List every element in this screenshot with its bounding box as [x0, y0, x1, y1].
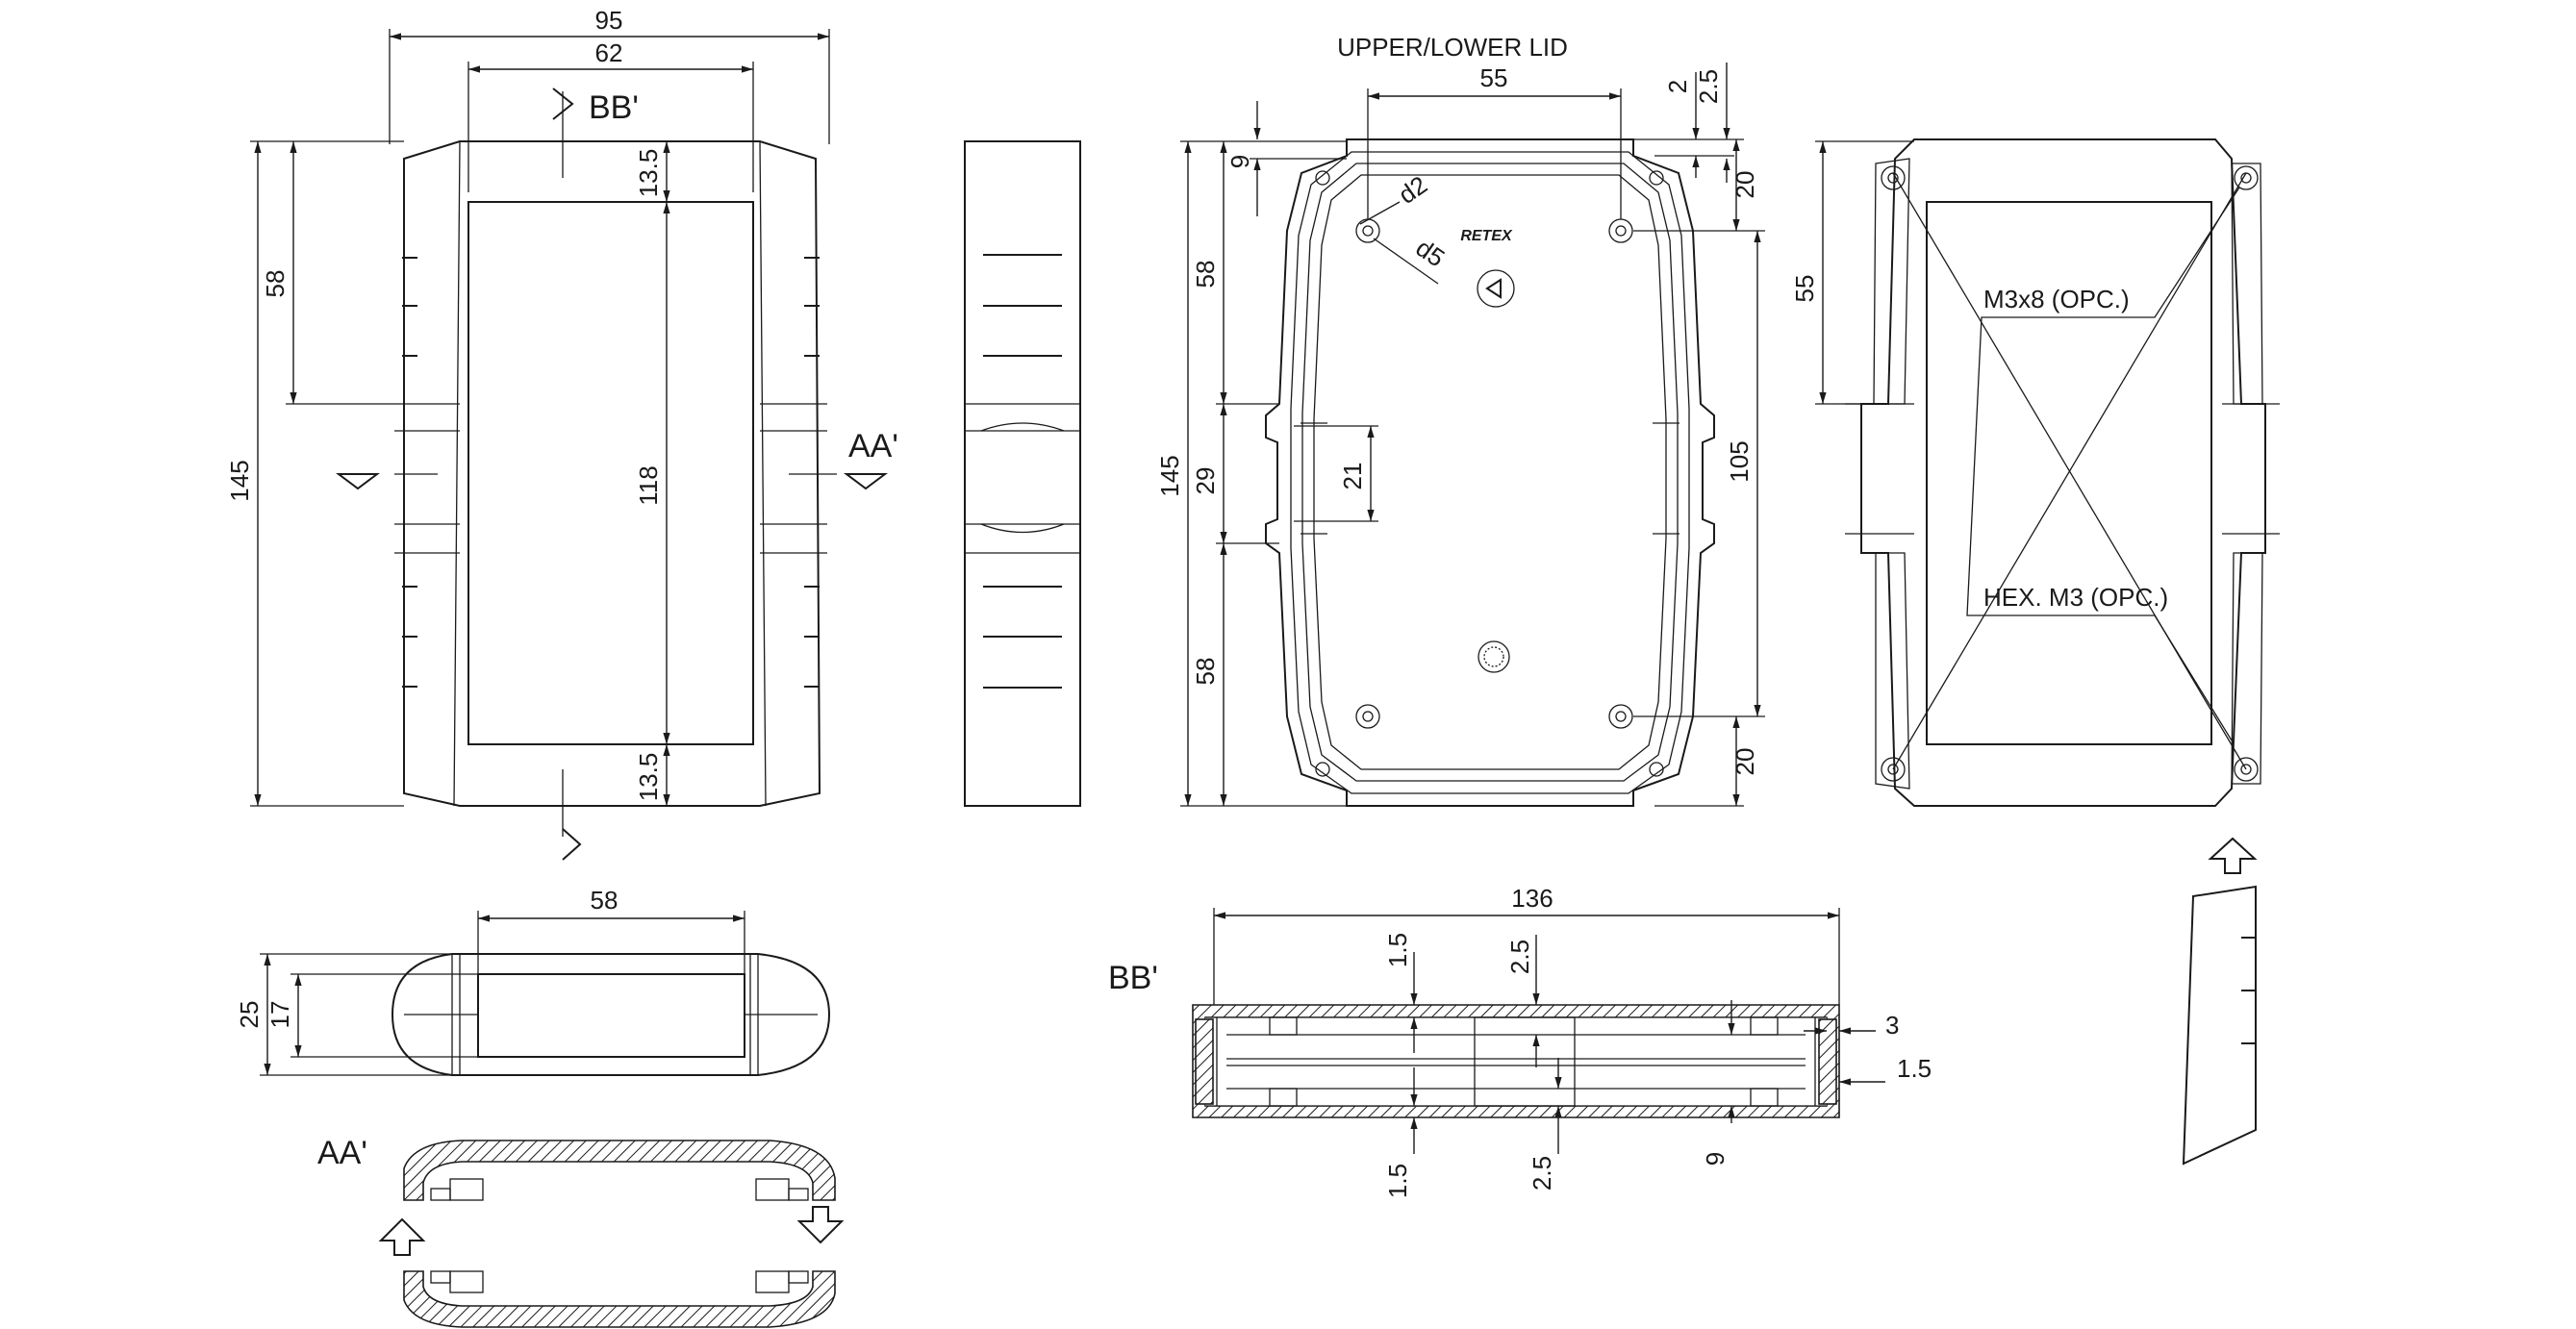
dim-2-5-bottom: 2.5 — [1528, 1156, 1556, 1191]
section-label-aa: AA' — [848, 428, 898, 464]
dim-58-top-lid: 58 — [1191, 261, 1220, 288]
dim-58: 58 — [261, 270, 290, 298]
hole-d2-label: d2 — [1393, 170, 1432, 210]
section-aa-view: AA' — [317, 1135, 845, 1328]
dim-55-right: 55 — [1790, 275, 1819, 303]
dim-58-bottom-lid: 58 — [1191, 658, 1220, 686]
dim-3: 3 — [1885, 1011, 1899, 1040]
dim-1-5-top: 1.5 — [1383, 933, 1412, 967]
mounting-bosses — [1355, 218, 1633, 729]
section-label-aa-side: AA' — [317, 1135, 367, 1171]
dim-62: 62 — [595, 38, 623, 67]
dim-13-5-top: 13.5 — [634, 149, 663, 198]
dim-95: 95 — [595, 6, 623, 35]
dim-145-lid: 145 — [1155, 455, 1184, 496]
dim-58-end: 58 — [591, 886, 619, 915]
recycle-dial-icon — [1477, 640, 1510, 673]
dim-2-lid: 2 — [1663, 80, 1692, 93]
wall-detail-view — [2182, 837, 2258, 1166]
end-view: 58 25 17 — [235, 886, 831, 1076]
hole-d5-label: d5 — [1411, 233, 1451, 272]
dim-1-5-right: 1.5 — [1897, 1054, 1932, 1083]
screw-label: M3x8 (OPC.) — [1983, 285, 2130, 313]
dim-55-lid: 55 — [1480, 63, 1508, 92]
dim-136: 136 — [1511, 884, 1553, 913]
dim-105: 105 — [1725, 440, 1754, 482]
section-bb-view: BB' 136 1.5 2.5 3 — [1108, 884, 1932, 1198]
dim-2-5-top: 2.5 — [1505, 940, 1534, 974]
side-view — [964, 140, 1081, 807]
dim-118: 118 — [634, 465, 663, 505]
right-view: 55 M3x8 (OPC.) HEX. M3 (OPC.) — [1790, 138, 2280, 807]
dim-20-top: 20 — [1730, 171, 1759, 199]
dim-9-lid: 9 — [1225, 155, 1254, 168]
dim-25: 25 — [235, 1001, 264, 1029]
dim-20-bottom: 20 — [1730, 748, 1759, 776]
dim-13-5-bottom: 13.5 — [634, 753, 663, 802]
date-dial-icon — [1477, 269, 1515, 308]
vent-slots — [402, 257, 820, 688]
dim-21: 21 — [1338, 463, 1367, 490]
arrow-down-icon — [796, 1206, 845, 1244]
lid-title: UPPER/LOWER LID — [1337, 33, 1568, 62]
top-view: 95 62 145 58 118 13.5 13.5 BB' AA' — [225, 6, 898, 861]
section-label-bb: BB' — [589, 89, 639, 126]
dim-2-5-lid: 2.5 — [1694, 69, 1723, 104]
lid-view: UPPER/LOWER LID RETEX d2 d5 — [1155, 33, 1765, 807]
dim-145: 145 — [225, 460, 254, 501]
screw-heads — [1881, 165, 2259, 782]
dim-9-section: 9 — [1701, 1152, 1730, 1166]
dim-1-5-bottom: 1.5 — [1383, 1164, 1412, 1198]
dim-17: 17 — [265, 1001, 294, 1029]
nut-label: HEX. M3 (OPC.) — [1983, 583, 2168, 612]
arrow-up-icon — [2208, 837, 2258, 874]
section-label-bb-side: BB' — [1108, 960, 1158, 996]
dim-29: 29 — [1191, 467, 1220, 495]
retex-logo: RETEX — [1460, 228, 1513, 244]
arrow-up-icon — [378, 1217, 426, 1256]
